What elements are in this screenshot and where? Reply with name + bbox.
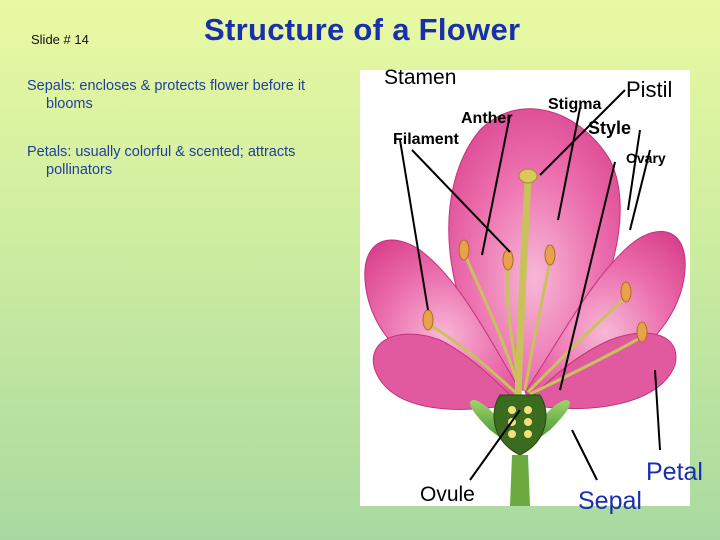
- bullet-petals: Petals: usually colorful & scented; attr…: [27, 143, 357, 179]
- flower-diagram: [360, 70, 690, 506]
- bullet-sepals: Sepals: encloses & protects flower befor…: [27, 77, 357, 113]
- slide-number: Slide # 14: [31, 32, 89, 47]
- label-ovule: Ovule: [420, 483, 475, 506]
- bullet-term: Sepals: [27, 78, 72, 94]
- slide-title: Structure of a Flower: [204, 12, 521, 47]
- bullet-text-cont: pollinators: [46, 162, 113, 178]
- label-ovary: Ovary: [626, 150, 666, 166]
- label-petal: Petal: [646, 458, 703, 486]
- stigma: [518, 168, 538, 184]
- label-style: Style: [588, 118, 632, 138]
- ovary: [493, 394, 547, 456]
- bullet-text: : usually colorful & scented; attracts: [67, 144, 296, 160]
- flower-illustration: [364, 89, 686, 506]
- style: [514, 179, 532, 401]
- bullet-text: : encloses & protects flower before it: [71, 78, 306, 94]
- label-sepal: Sepal: [578, 487, 642, 515]
- bullet-term: Petals: [27, 144, 68, 160]
- label-stigma: Stigma: [548, 96, 602, 113]
- stem: [510, 455, 530, 506]
- label-anther: Anther: [461, 110, 513, 127]
- bullet-text-cont: blooms: [46, 96, 93, 112]
- label-filament: Filament: [393, 131, 459, 148]
- petal-front-left: [372, 333, 516, 410]
- label-pistil: Pistil: [626, 77, 673, 102]
- petal-front-right: [527, 332, 677, 410]
- label-stamen: Stamen: [384, 66, 457, 89]
